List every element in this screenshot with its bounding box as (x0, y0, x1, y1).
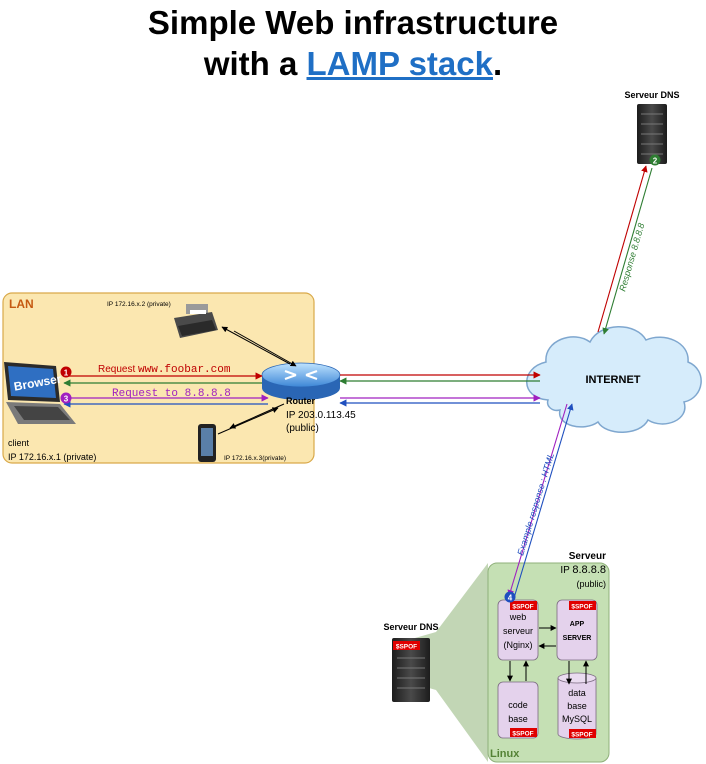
database-spof-text: $SPOF (571, 732, 592, 739)
linux-zone-projection (408, 563, 488, 762)
web-server-spof-text: $SPOF (512, 604, 533, 611)
title-prefix: with a (203, 45, 307, 82)
server-response-label: Example response : HTML (515, 452, 556, 557)
code-base-spof-text: $SPOF (512, 731, 533, 738)
page-title: Simple Web infrastructure with a LAMP st… (0, 2, 706, 84)
database-line-3: MySQL (562, 714, 592, 724)
internet-to-dns-red (597, 165, 648, 333)
dns-top-label: Serveur DNS (624, 90, 679, 100)
app-server-box[interactable] (556, 599, 598, 661)
step-2-number: 2 (653, 157, 658, 166)
server-ip-note: (public) (576, 579, 606, 589)
phone-link-out (217, 407, 279, 435)
printer-icon (174, 304, 218, 338)
dns-top-server-icon (637, 104, 667, 164)
step-4-badge (504, 591, 516, 603)
database-line-1: data (568, 688, 586, 698)
dns-response-label: Response 8.8.8.8 (617, 222, 646, 293)
code-base-spof-badge (510, 728, 537, 737)
lan-label: LAN (9, 297, 34, 311)
dns-bottom-spof-text: $SPOF (396, 644, 417, 651)
request-2-label: Request to 8.8.8.8 (112, 388, 231, 400)
linux-label: Linux (490, 748, 520, 760)
code-base-line-2: base (508, 714, 528, 724)
dns-to-internet-green (602, 167, 653, 335)
step-2-badge (649, 154, 661, 166)
dns-bottom-server-icon (392, 638, 430, 702)
step-3-badge (60, 392, 72, 404)
phone-icon (198, 424, 216, 462)
router-ip-note: (public) (286, 423, 319, 434)
web-server-line-3: (Nginx) (503, 640, 532, 650)
server-label: Serveur (569, 551, 606, 562)
request-1-label: Request www.foobar.com (98, 364, 231, 376)
router-icon (261, 362, 341, 400)
client-label: client (8, 438, 30, 448)
web-server-spof-badge (510, 601, 537, 610)
server-to-internet-blue (513, 403, 574, 599)
dns-bottom-label: Serveur DNS (383, 622, 438, 632)
lamp-stack-link[interactable]: LAMP stack (306, 45, 493, 82)
app-server-line-2: SERVER (563, 635, 592, 642)
title-suffix: . (492, 45, 503, 82)
printer-ip: IP 172.16.x.2 (private) (107, 301, 171, 308)
web-server-box[interactable] (497, 599, 539, 661)
laptop-icon (4, 362, 76, 424)
step-1-number: 1 (64, 369, 69, 378)
step-3-number: 3 (64, 395, 69, 404)
dns-bottom-spof-badge (393, 641, 420, 650)
app-server-spof-text: $SPOF (571, 604, 592, 611)
phone-link-in (229, 403, 285, 429)
database-line-2: base (567, 701, 587, 711)
client-ip: IP 172.16.x.1 (private) (8, 452, 96, 462)
step-1-badge (60, 366, 72, 378)
printer-link-in (233, 330, 297, 367)
database-spof-badge (569, 729, 596, 738)
web-server-line-2: serveur (503, 626, 533, 636)
router-label: Router (286, 396, 315, 406)
internet-to-server-purple (507, 403, 568, 597)
title-line-2: with a LAMP stack. (0, 43, 706, 84)
phone-ip: IP 172.16.x.3(private) (224, 455, 286, 462)
step-4-number: 4 (508, 594, 513, 603)
code-base-line-1: code (508, 700, 528, 710)
title-line-1: Simple Web infrastructure (147, 4, 559, 41)
internet-label: INTERNET (586, 374, 641, 386)
app-server-line-1: APP (570, 621, 585, 628)
web-server-line-1: web (509, 612, 527, 622)
server-ip: IP 8.8.8.8 (560, 564, 606, 576)
app-server-spof-badge (569, 601, 596, 610)
router-ip: IP 203.0.113.45 (286, 410, 356, 421)
code-base-box[interactable] (497, 681, 539, 739)
printer-link-out (221, 326, 291, 365)
